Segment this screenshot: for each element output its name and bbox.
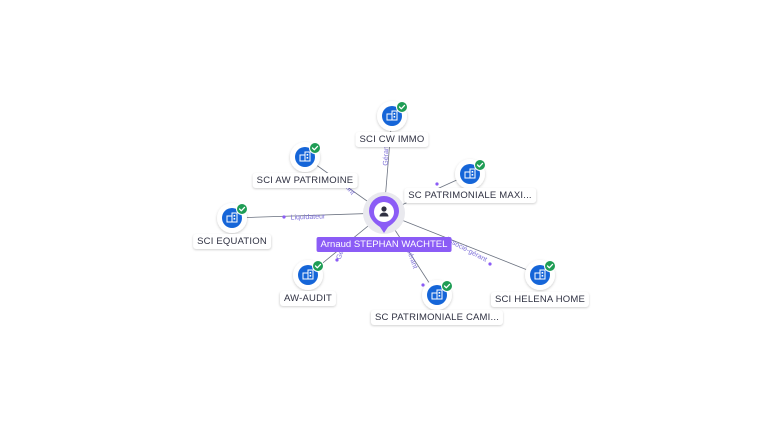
edge-arrow-aw-audit <box>335 258 339 262</box>
node-sc-patrimoniale-cami[interactable] <box>422 280 453 310</box>
company-label[interactable]: SCI AW PATRIMOINE <box>252 173 358 188</box>
edge-arrow-sc-patrimoniale-cami <box>421 283 425 287</box>
center-person-label[interactable]: Arnaud STEPHAN WACHTEL <box>316 237 452 252</box>
edge-role-label: Gérant <box>383 144 391 166</box>
edge-arrow-sc-patrimoniale-maxi <box>435 182 439 186</box>
verified-check-icon <box>312 260 324 272</box>
verified-check-icon <box>474 159 486 171</box>
verified-check-icon <box>441 280 453 292</box>
verified-check-icon <box>544 260 556 272</box>
person-icon <box>379 206 389 217</box>
edge-sci-helena-home <box>383 212 541 276</box>
node-aw-audit[interactable] <box>293 260 324 290</box>
building-glyph <box>226 212 238 223</box>
node-sci-helena-home[interactable] <box>525 260 556 290</box>
verified-check-icon <box>396 101 408 113</box>
building-glyph <box>534 269 546 280</box>
node-sci-aw-patrimoine[interactable] <box>290 142 321 172</box>
edge-sci-equation <box>231 212 385 219</box>
edge-arrow-sci-helena-home <box>488 262 492 266</box>
node-sci-equation[interactable] <box>217 203 248 233</box>
company-label[interactable]: SCI CW IMMO <box>355 132 429 147</box>
node-sc-patrimoniale-maxi[interactable] <box>455 159 486 189</box>
building-glyph <box>431 289 443 300</box>
company-label[interactable]: SCI EQUATION <box>193 234 271 249</box>
company-label[interactable]: SCI HELENA HOME <box>490 292 590 307</box>
node-sci-cw-immo[interactable] <box>377 101 408 131</box>
verified-check-icon <box>236 203 248 215</box>
center-person-node[interactable] <box>363 192 405 234</box>
building-glyph <box>302 269 314 280</box>
building-glyph <box>386 110 398 121</box>
building-glyph <box>299 151 311 162</box>
company-label[interactable]: SC PATRIMONIALE MAXI... <box>404 188 536 203</box>
building-glyph <box>464 168 476 179</box>
edge-role-label: Liquidateur <box>291 213 327 221</box>
edge-arrow-sci-equation <box>282 215 286 219</box>
nodes-layer <box>217 101 556 310</box>
verified-check-icon <box>309 142 321 154</box>
company-label[interactable]: SC PATRIMONIALE CAMI... <box>370 310 504 325</box>
company-label[interactable]: AW-AUDIT <box>279 291 337 306</box>
